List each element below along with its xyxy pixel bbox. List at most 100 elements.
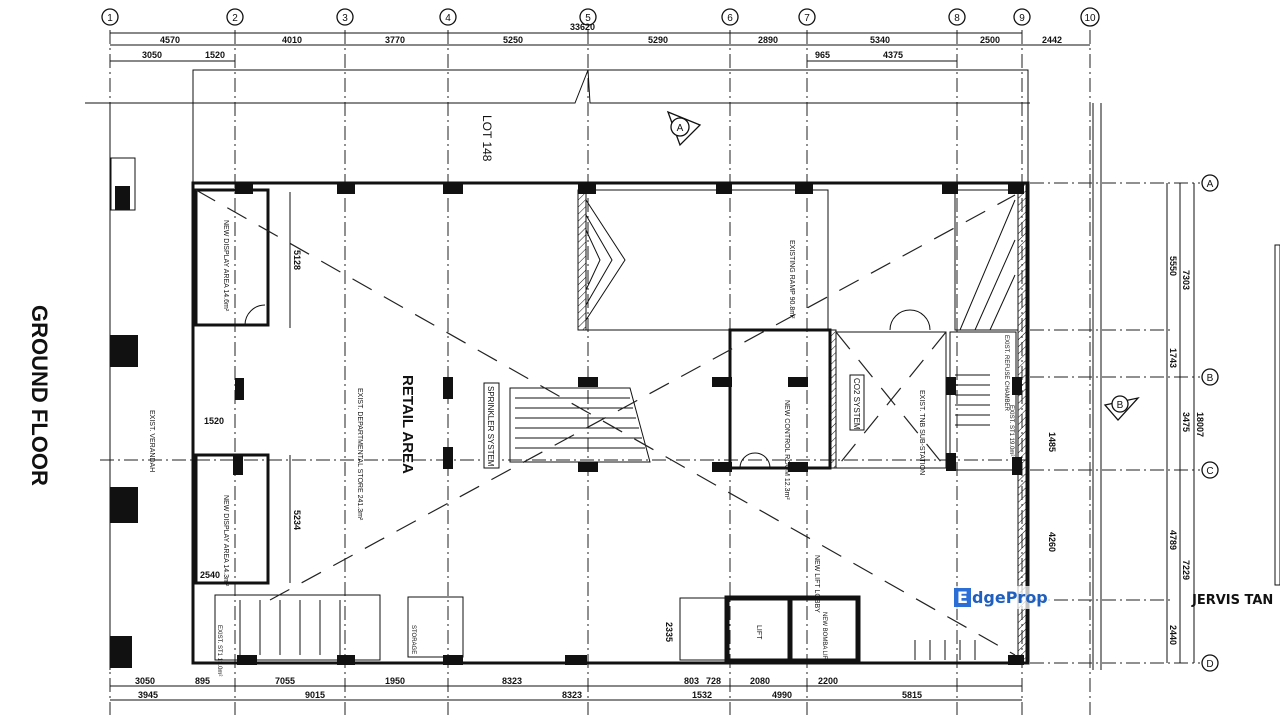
lift-label: LIFT [755,625,762,640]
dimension-overall: 18007 [1195,412,1205,437]
dimension: 803 [684,676,699,686]
storage-label: STORAGE [410,625,416,654]
agent-name: JERVIS TAN [1192,593,1274,608]
grid-lines [100,30,1200,715]
grid-marker-4: 4 [439,8,457,26]
grid-marker-c: C [1201,461,1219,479]
dimension: 1950 [385,676,405,686]
logo-text: dgeProp [971,588,1048,607]
dimension: 7303 [1181,270,1191,290]
grid-label: A [1207,179,1214,190]
stair-left [239,600,341,655]
dimension: 1485 [1047,432,1057,452]
dimension: 3475 [1181,412,1191,432]
dimension: 4260 [1047,532,1057,552]
grid-marker-10: 10 [1080,7,1100,27]
bottom-dimensions: 3050 895 7055 1950 8323 803 728 2080 220… [110,676,1022,701]
verandah-label: EXIST. VERANDAH [148,410,155,472]
display-area-2-label: NEW DISPLAY AREA 14.3m² [222,495,229,587]
grid-label: D [1206,659,1213,670]
internal-dimensions: 5128 5234 1520 2540 1485 4260 2335 [200,192,1057,642]
grid-marker-3: 3 [336,8,354,26]
dimension: 5250 [503,35,523,45]
section-label: A [677,123,684,134]
dimension: 5234 [292,510,302,530]
dimension: 5340 [870,35,890,45]
dimension: 5815 [902,690,922,700]
grid-label: 9 [1019,13,1025,24]
grid-label: 1 [107,13,113,24]
dimension: 1520 [204,416,224,426]
void-lines [195,189,1016,656]
stair-left-label: EXIST. ST1 13.0m² [216,625,222,676]
stair-bottom-right [914,640,976,660]
dimension: 4570 [160,35,180,45]
grid-marker-5: 5 [579,8,597,26]
section-marker-b: B [1103,395,1140,421]
dimension: 3945 [138,690,158,700]
dimension: 2540 [200,570,220,580]
grid-row-markers: A B C D [1201,174,1219,672]
sprinkler-label: SPRINKLER SYSTEM [486,386,495,467]
dimension: 4375 [883,50,903,60]
bomba-lift-label: NEW BOMBA LIFT [821,612,827,663]
dimension-overall: 33620 [570,22,595,32]
grid-label: C [1206,466,1213,477]
lot-label: LOT 148 [480,115,494,162]
grid-label: 4 [445,13,451,24]
dimension: 728 [706,676,721,686]
grid-marker-b: B [1201,368,1219,386]
refuse-label: EXIST. REFUSE CHAMBER [1003,335,1009,412]
dimension: 4789 [1168,530,1178,550]
structural-columns [233,184,1024,665]
dimension: 2200 [818,676,838,686]
control-room-label: NEW CONTROL ROOM 12.3m² [783,400,790,500]
grid-label: 2 [232,13,238,24]
dimension: 895 [195,676,210,686]
dimension: 2080 [750,676,770,686]
grid-label: 10 [1084,13,1096,24]
dimension: 3770 [385,35,405,45]
dimension: 4990 [772,690,792,700]
grid-label: B [1207,373,1214,384]
retail-area-label: RETAIL AREA [399,375,416,474]
right-dimensions: 5550 1743 4789 2440 7303 3475 7229 18007 [1166,183,1280,663]
section-marker-a: A [666,110,702,147]
dimension: 8323 [562,690,582,700]
dimension: 965 [815,50,830,60]
dimension: 5128 [292,250,302,270]
co2-tag: CO2 SYSTEM [849,374,865,431]
grid-label: 3 [342,13,348,24]
lift-lobby-label: NEW LIFT LOBBY [813,555,820,613]
dimension: 5290 [648,35,668,45]
stair-right-label: EXIST. ST1 19.0m² [1008,405,1014,456]
dimension: 8323 [502,676,522,686]
dimension: 1520 [205,50,225,60]
dimension: 3050 [142,50,162,60]
dimension: 2440 [1168,625,1178,645]
grid-column-markers: 1 2 3 4 5 6 7 8 9 10 [101,7,1100,27]
grid-marker-2: 2 [226,8,244,26]
stair-right [955,374,990,426]
grid-marker-6: 6 [721,8,739,26]
grid-marker-9: 9 [1013,8,1031,26]
grid-marker-7: 7 [798,8,816,26]
page-title: GROUND FLOOR [27,305,52,486]
grid-marker-a: A [1201,174,1219,192]
grid-label: 8 [954,13,960,24]
logo-letter: E [954,588,971,607]
top-dimensions: 33620 4570 4010 3770 5250 5290 2890 5340… [110,22,1090,62]
ramp-label: EXISTING RAMP 90.8m² [788,240,795,319]
dimension: 1532 [692,690,712,700]
dimension: 7229 [1181,560,1191,580]
grid-label: 7 [804,13,810,24]
display-area-1-label: NEW DISPLAY AREA 14.6m² [222,220,229,312]
dimension: 2442 [1042,35,1062,45]
dimension: 2335 [664,622,674,642]
grid-label: 5 [585,13,591,24]
sprinkler-tag: SPRINKLER SYSTEM [483,382,500,469]
co2-label: CO2 SYSTEM [852,378,861,430]
grid-marker-d: D [1201,654,1219,672]
